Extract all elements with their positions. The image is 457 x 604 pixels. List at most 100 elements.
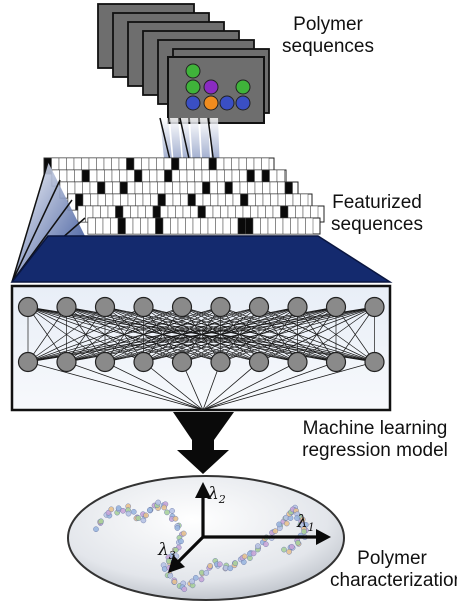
chain-bead — [203, 570, 210, 576]
chain-bead — [164, 509, 170, 516]
chain-bead — [135, 515, 142, 521]
node-top — [210, 296, 231, 318]
chain-bead — [125, 510, 132, 517]
bead-orange — [203, 95, 219, 111]
node-bottom — [210, 351, 231, 373]
chain-bead — [198, 576, 205, 583]
connection — [181, 306, 375, 363]
barcode-cell-off — [87, 217, 96, 235]
chain-bead — [294, 515, 300, 521]
chain-bead — [301, 528, 307, 535]
barcode-cell-off — [230, 217, 239, 235]
down-arrow — [173, 412, 234, 474]
neural-network — [17, 296, 385, 411]
connection — [27, 306, 221, 363]
chain-bead — [115, 505, 122, 512]
chain-bead — [217, 561, 223, 568]
sequence-card-stack — [97, 3, 270, 124]
connection — [27, 306, 106, 363]
chain-bead — [172, 547, 179, 553]
axis-lambda3 — [176, 535, 205, 564]
chain-bead — [146, 507, 153, 513]
connection — [202, 361, 337, 411]
barcode-cell-off — [297, 217, 306, 235]
axis-lambda1-arrowhead — [316, 529, 331, 545]
connection — [27, 306, 144, 363]
barcode-cell-off — [305, 217, 314, 235]
featurized-strips — [43, 157, 325, 235]
barcode-cell-off — [77, 205, 86, 223]
chain-bead — [281, 546, 287, 553]
principal-axes: λ1 λ2 λ3 — [157, 482, 331, 573]
barcode-cell-off — [275, 217, 284, 235]
chain-bead — [250, 550, 257, 557]
chain-bead — [283, 520, 290, 527]
connection — [220, 306, 375, 363]
chain-bead — [272, 528, 279, 534]
connection — [66, 306, 375, 363]
barcode-cell-off — [215, 217, 224, 235]
barcode-cell-off — [252, 217, 261, 235]
chain-bead — [227, 565, 234, 572]
barcode-cell-off — [267, 217, 276, 235]
bead-blue — [235, 95, 251, 111]
chain-bead — [108, 506, 115, 513]
lambda2-label: λ2 — [207, 484, 226, 506]
barcode-cell-off — [95, 217, 104, 235]
chain-bead — [286, 548, 292, 555]
network-connections — [27, 306, 375, 363]
barcode-cell-on — [237, 217, 246, 235]
barcode-strip — [87, 217, 321, 235]
barcode-cell-off — [192, 217, 201, 235]
chain-bead — [189, 578, 195, 585]
chain-bead — [167, 572, 174, 579]
chain-bead — [276, 521, 282, 528]
barcode-cell-on — [117, 217, 126, 235]
connection — [335, 306, 375, 363]
chain-bead — [93, 526, 99, 533]
bead-green — [235, 79, 251, 95]
node-bottom — [94, 351, 116, 373]
node-bottom — [364, 351, 385, 373]
barcode-cell-off — [282, 217, 291, 235]
chain-bead — [161, 504, 168, 511]
connection — [27, 306, 298, 363]
barcode-cell-off — [185, 217, 194, 235]
node-bottom — [171, 351, 193, 373]
barcode-cell-off — [125, 217, 134, 235]
node-bottom — [133, 351, 154, 373]
chain-bead — [155, 499, 162, 506]
barcode-cell-off — [132, 217, 141, 235]
barcode-cell-on — [155, 217, 164, 235]
node-top — [133, 296, 154, 318]
chain-bead — [171, 579, 178, 585]
chain-bead — [299, 516, 306, 523]
barcode-cell-off — [177, 217, 186, 235]
barcode-cell-off — [222, 217, 231, 235]
node-bottom — [248, 351, 270, 373]
barcode-cell-off — [170, 217, 179, 235]
chain-bead — [169, 508, 175, 514]
input-layer-block — [10, 235, 393, 283]
connection — [143, 361, 204, 411]
barcode-cell-off — [140, 217, 149, 235]
chain-bead — [288, 543, 295, 550]
chain-bead — [165, 558, 172, 564]
chain-bead — [263, 541, 269, 548]
chain-bead — [130, 508, 137, 515]
chain-bead — [241, 553, 248, 560]
bead-blue — [219, 95, 235, 111]
lambda3-label: λ3 — [157, 540, 176, 562]
lambda1-label: λ1 — [296, 512, 315, 534]
node-bottom — [56, 351, 77, 373]
bead-green — [185, 63, 201, 79]
chain-bead — [255, 543, 261, 549]
chain-bead — [295, 539, 301, 546]
connection — [27, 306, 183, 363]
node-top — [325, 296, 347, 318]
bead-blue — [185, 95, 201, 111]
